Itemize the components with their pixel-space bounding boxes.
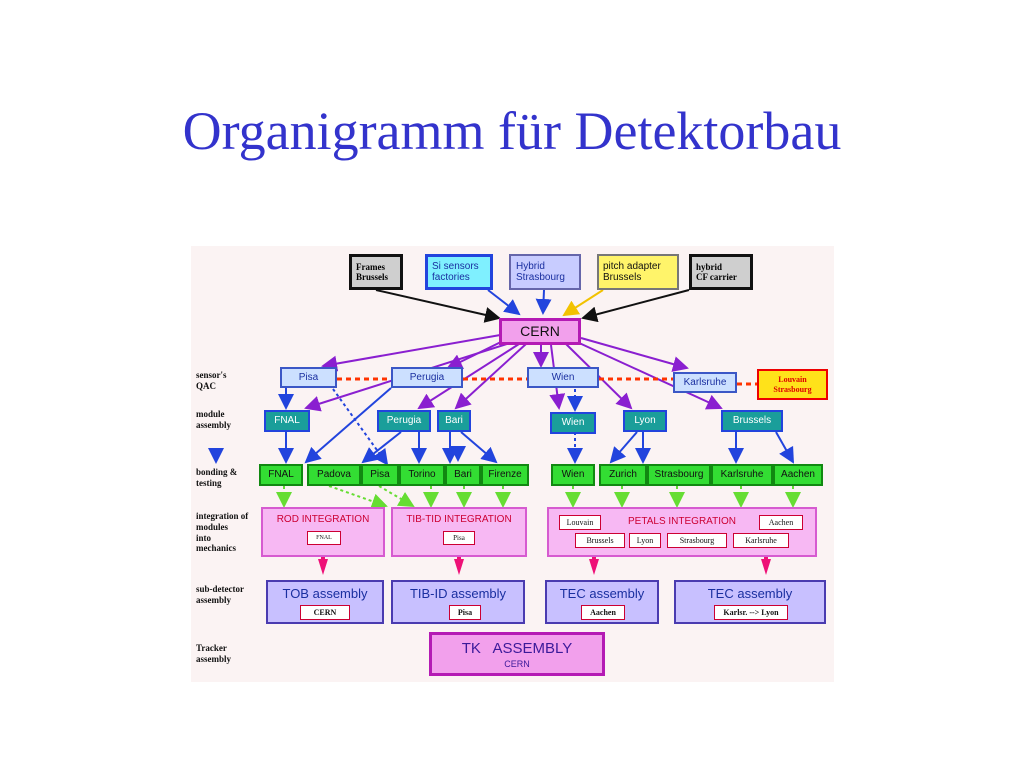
petals-site-brussels: Brussels: [575, 533, 625, 548]
row-label-qac: sensor's QAC: [196, 370, 227, 391]
bonding-pisa: Pisa: [361, 464, 399, 486]
subdetector-arrows: [318, 557, 771, 575]
petals-site-aachen: Aachen: [759, 515, 803, 530]
qac-perugia: Perugia: [391, 367, 463, 388]
rod-integration-title: ROD INTEGRATION: [276, 514, 370, 525]
integration-arrows: [276, 485, 801, 509]
qac-dashed-links: [337, 377, 757, 386]
dashed-blue-links: [332, 388, 583, 466]
tob-assembly-panel: TOB assembly CERN: [266, 580, 384, 624]
supplier-frames: Frames Brussels: [349, 254, 403, 290]
bonding-karlsruhe: Karlsruhe: [711, 464, 773, 486]
tib-tid-integration-site: Pisa: [443, 531, 475, 545]
tec-assembly-2-title: TEC assembly: [707, 586, 793, 601]
petals-site-louvain: Louvain: [559, 515, 601, 530]
module-fnal: FNAL: [264, 410, 310, 432]
tracker-assembly-panel: TK ASSEMBLY CERN: [429, 632, 605, 676]
tec-assembly-1-site: Aachen: [581, 605, 625, 620]
bonding-wien: Wien: [551, 464, 595, 486]
module-wien: Wien: [550, 412, 596, 434]
org-chart-diagram: sensor's QAC module assembly bonding & t…: [191, 246, 834, 682]
tib-id-assembly-panel: TIB-ID assembly Pisa: [391, 580, 525, 624]
petals-integration-panel: PETALS INTEGRATION Louvain Aachen Brusse…: [547, 507, 817, 557]
tib-id-assembly-site: Pisa: [449, 605, 481, 620]
tib-tid-integration-panel: TIB-TID INTEGRATION Pisa: [391, 507, 527, 557]
bonding-strasbourg: Strasbourg: [647, 464, 711, 486]
petals-site-strasbourg: Strasbourg: [667, 533, 727, 548]
bonding-fnal: FNAL: [259, 464, 303, 486]
bonding-bari: Bari: [445, 464, 481, 486]
tib-id-assembly-title: TIB-ID assembly: [409, 586, 507, 601]
tec-assembly-2-site: Karlsr. --> Lyon: [714, 605, 788, 620]
slide-title: Organigramm für Detektorbau: [182, 101, 842, 161]
tracker-assembly-title: TK ASSEMBLY: [461, 640, 573, 657]
rod-integration-panel: ROD INTEGRATION FNAL: [261, 507, 385, 557]
tib-tid-integration-title: TIB-TID INTEGRATION: [406, 514, 512, 525]
cern-arrows: [304, 333, 723, 412]
row-label-bonding: bonding & testing: [196, 467, 238, 488]
bonding-torino: Torino: [399, 464, 445, 486]
supplier-arrows: [375, 289, 690, 323]
tob-assembly-title: TOB assembly: [282, 586, 368, 601]
tob-assembly-site: CERN: [300, 605, 350, 620]
supplier-hybrid-cf: hybrid CF carrier: [689, 254, 753, 290]
bonding-padova: Padova: [307, 464, 361, 486]
row-label-module-assembly: module assembly: [196, 409, 232, 430]
tracker-assembly-site: CERN: [504, 659, 530, 669]
supplier-pitch-adapter: pitch adapter Brussels: [597, 254, 679, 290]
tec-assembly-1-title: TEC assembly: [559, 586, 645, 601]
module-lyon: Lyon: [623, 410, 667, 432]
supplier-si-sensors: Si sensors factories: [425, 254, 493, 290]
module-bari: Bari: [437, 410, 471, 432]
module-brussels: Brussels: [721, 410, 783, 432]
bonding-firenze: Firenze: [481, 464, 529, 486]
qac-louvain-strasbourg: Louvain Strasbourg: [757, 369, 828, 400]
tec-assembly-panel-2: TEC assembly Karlsr. --> Lyon: [674, 580, 826, 624]
bonding-aachen: Aachen: [773, 464, 823, 486]
supplier-hybrid: Hybrid Strasbourg: [509, 254, 581, 290]
row-label-subdetector: sub-detector assembly: [196, 584, 244, 605]
qac-karlsruhe: Karlsruhe: [673, 372, 737, 393]
row-label-integration: integration of modules into mechanics: [196, 511, 249, 554]
bonding-zurich: Zurich: [599, 464, 647, 486]
qac-wien: Wien: [527, 367, 599, 388]
petals-site-lyon: Lyon: [629, 533, 661, 548]
petals-integration-title: PETALS INTEGRATION: [628, 516, 736, 527]
qac-pisa: Pisa: [280, 367, 337, 388]
module-perugia: Perugia: [377, 410, 431, 432]
rod-integration-site: FNAL: [307, 531, 341, 545]
row-label-tracker: Tracker assembly: [196, 643, 232, 664]
petals-site-karlsruhe: Karlsruhe: [733, 533, 789, 548]
cern-node: CERN: [499, 318, 581, 345]
tec-assembly-panel-1: TEC assembly Aachen: [545, 580, 659, 624]
